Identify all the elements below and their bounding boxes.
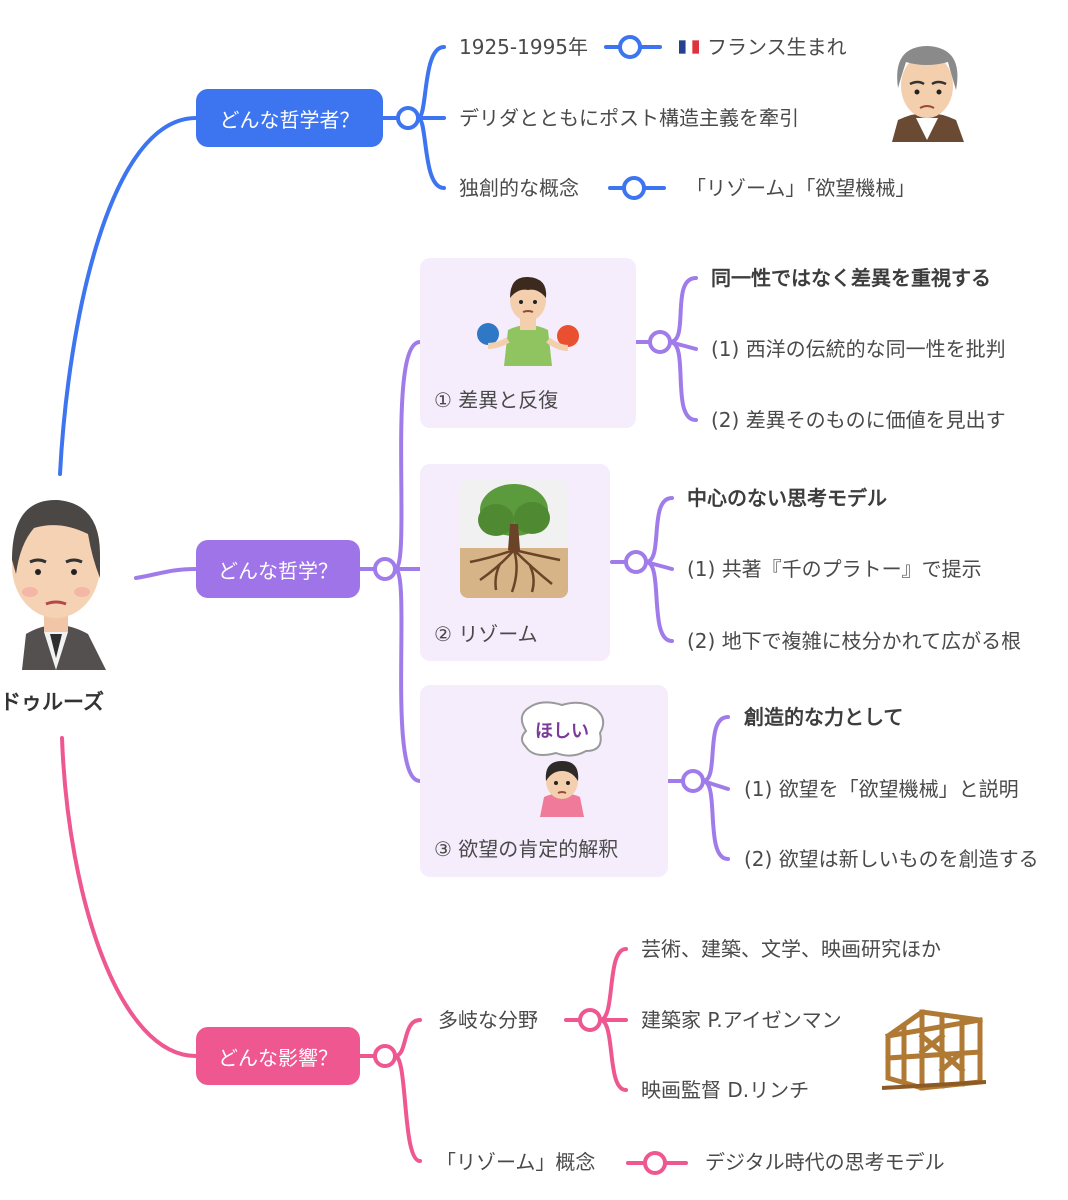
- fields-label: 多岐な分野: [438, 1008, 538, 1032]
- post-structuralism-note: デリダとともにポスト構造主義を牽引: [459, 106, 799, 130]
- field-item: 建築家 P.アイゼンマン: [641, 1008, 842, 1032]
- branch-label: どんな哲学？: [218, 558, 338, 583]
- field-item: 映画監督 D.リンチ: [641, 1078, 810, 1102]
- branch-node-influence[interactable]: どんな影響？: [196, 1027, 360, 1085]
- concept-names: 「リゾーム」「欲望機械」: [686, 176, 916, 200]
- card-heading: 創造的な力として: [744, 705, 904, 729]
- birth-years: 1925-1995年: [459, 35, 589, 59]
- french-flag-icon: [679, 40, 699, 54]
- birth-place-text: フランス生まれ: [707, 35, 847, 59]
- field-item: 芸術、建築、文学、映画研究ほか: [641, 937, 941, 961]
- card-point: (2) 差異そのものに価値を見出す: [711, 408, 1006, 432]
- branch-node-who[interactable]: どんな哲学者？: [196, 89, 383, 147]
- card-heading: 同一性ではなく差異を重視する: [711, 266, 991, 290]
- rhizome-concept-label: 「リゾーム」概念: [436, 1150, 596, 1174]
- concept-card-difference[interactable]: ① 差異と反復: [420, 258, 636, 428]
- card-heading: 中心のない思考モデル: [687, 486, 887, 510]
- original-concepts: 独創的な概念: [459, 176, 579, 200]
- desire-bubble-text: ほしい: [535, 721, 589, 742]
- philosopher-illustration: [892, 46, 964, 142]
- branch-node-philosophy[interactable]: どんな哲学？: [196, 540, 360, 598]
- deleuze-portrait: [12, 499, 106, 670]
- card-point: (2) 地下で複雑に枝分かれて広がる根: [687, 629, 1022, 653]
- card-caption: ② リゾーム: [434, 622, 538, 646]
- card-point: (1) 欲望を「欲望機械」と説明: [744, 777, 1019, 801]
- card-caption: ③ 欲望の肯定的解釈: [434, 837, 619, 861]
- digital-model-label: デジタル時代の思考モデル: [705, 1150, 945, 1174]
- card-caption: ① 差異と反復: [434, 388, 559, 412]
- birth-place: フランス生まれ: [679, 37, 847, 57]
- card-point: (1) 共著『千のプラトー』で提示: [687, 557, 982, 581]
- tree-roots-illustration: [460, 480, 568, 598]
- wanting-girl-illustration: ほしい: [520, 701, 605, 817]
- building-frame-illustration: [882, 1009, 986, 1091]
- person-comparing-illustration: [477, 276, 579, 366]
- card-point: (1) 西洋の伝統的な同一性を批判: [711, 337, 1006, 361]
- root-name: ドゥルーズ: [0, 690, 104, 714]
- concept-card-rhizome[interactable]: ② リゾーム: [420, 464, 610, 661]
- branch-label: どんな影響？: [218, 1045, 338, 1070]
- branch-label: どんな哲学者？: [219, 107, 360, 132]
- concept-card-desire[interactable]: ほしい ③ 欲望の肯定的解釈: [420, 685, 668, 877]
- card-point: (2) 欲望は新しいものを創造する: [744, 847, 1039, 871]
